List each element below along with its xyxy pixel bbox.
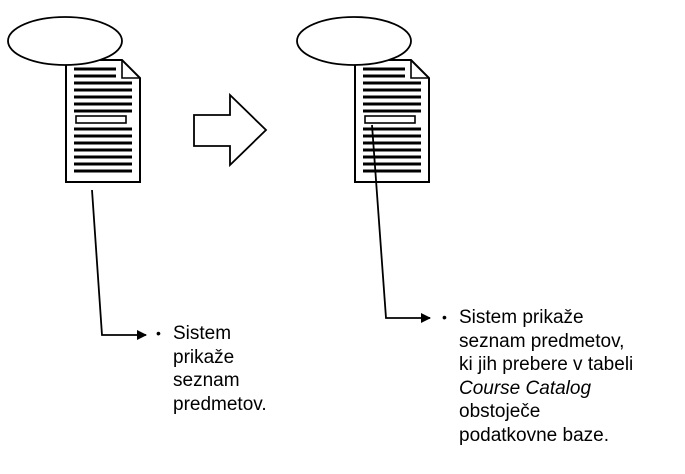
right-note-line-4: Course Catalog <box>459 377 592 399</box>
left-note-line-1: Sistem <box>173 323 232 344</box>
left-document-icon <box>65 59 141 183</box>
right-note-line-5: obstoječe <box>459 401 541 422</box>
left-note-bullet: • <box>156 325 161 341</box>
right-note-line-2: seznam predmetov, <box>459 330 625 352</box>
left-oval <box>7 16 123 66</box>
right-note-line-6: podatkovne baze. <box>459 424 610 446</box>
left-note-line-4: predmetov. <box>173 393 267 415</box>
right-note: Sistem prikaže seznam predmetov, ki jih … <box>459 306 633 447</box>
left-note: Sistem prikaže seznam predmetov. <box>173 322 267 416</box>
left-callout-connector <box>91 189 147 340</box>
right-note-line-1: Sistem prikaže <box>459 307 584 328</box>
right-callout-connector <box>371 124 431 323</box>
left-note-line-2: prikaže <box>173 346 235 368</box>
right-document-icon <box>354 59 430 183</box>
transition-arrow-icon <box>193 92 268 168</box>
left-note-line-3: seznam <box>173 370 240 391</box>
right-note-line-3: ki jih prebere v tabeli <box>459 354 634 375</box>
right-oval <box>296 16 412 66</box>
right-note-bullet: • <box>442 309 447 325</box>
